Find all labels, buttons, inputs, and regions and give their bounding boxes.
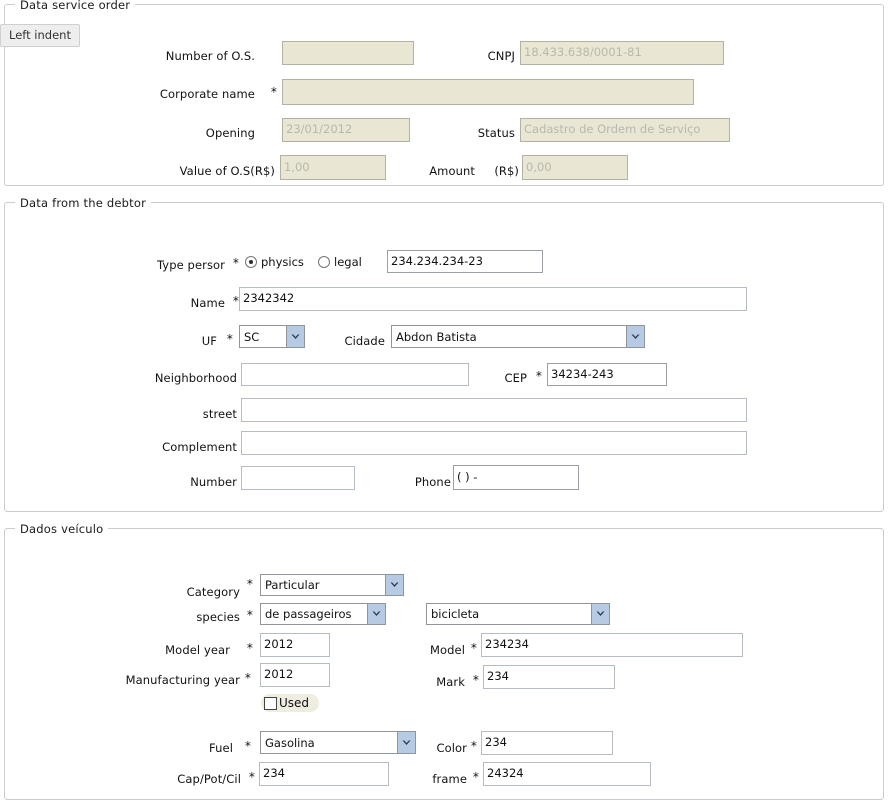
label-cnpj: CNPJ [487,49,515,63]
label-cep: CEP [504,371,527,385]
label-type-person-required: * [232,256,239,270]
chevron-down-icon[interactable] [367,604,385,624]
select-city-value: Abdon Batista [396,329,477,344]
checkbox-used-wrapper[interactable]: Used [261,694,320,712]
select-category-value: Particular [265,578,320,592]
input-complement[interactable] [241,431,747,455]
label-model-required: * [470,641,477,655]
label-mark: Mark [436,675,465,689]
input-street[interactable] [241,398,747,422]
label-corporate-name: Corporate name [159,87,255,101]
input-model-year[interactable]: 2012 [260,633,330,657]
label-manufacturing-year: Manufacturing year [125,673,240,687]
group-data-from-debtor: Data from the debtor Type persor * physi… [4,196,884,512]
tooltip-left-indent: Left indent [0,24,80,47]
chevron-down-icon[interactable] [626,326,644,347]
input-corporate-name[interactable] [282,79,694,105]
group-dados-veiculo: Dados veículo Category * Particular spec… [4,522,884,800]
input-cap-pot-cil[interactable]: 234 [259,762,389,786]
label-corporate-name-required: * [270,85,277,99]
checkbox-used[interactable] [264,696,277,710]
label-city: Cidade [344,334,385,348]
input-name[interactable]: 2342342 [239,287,747,311]
label-name: Name [190,296,225,310]
label-category: Category [186,585,240,599]
input-phone[interactable]: ( ) - [453,465,579,490]
radio-legal[interactable]: legal [318,255,362,269]
input-number-of-os[interactable] [282,41,414,65]
label-neighborhood: Neighborhood [154,371,237,385]
label-fuel: Fuel [209,741,233,755]
label-number: Number [190,475,237,489]
select-species-value: de passageiros [265,607,352,621]
radio-legal-label: legal [334,255,362,269]
select-uf-value: SC [244,329,260,344]
label-name-required: * [232,294,239,308]
input-amount[interactable]: 0,00 [522,155,628,180]
label-species: species [196,610,240,624]
label-status: Status [477,126,515,140]
label-category-required: * [246,577,253,591]
label-frame: frame [432,772,467,786]
select-city[interactable]: Abdon Batista [391,325,645,348]
checkbox-used-label: Used [279,696,310,710]
chevron-down-icon[interactable] [397,732,415,753]
select-fuel-value: Gasolina [265,735,315,750]
radio-physics-label: physics [261,255,304,269]
label-phone: Phone [414,475,451,489]
select-species-type[interactable]: bicicleta [426,603,610,625]
input-neighborhood[interactable] [241,363,469,386]
label-model-year: Model year [165,643,230,657]
label-amount: Amount [429,164,475,178]
input-number[interactable] [241,466,355,490]
label-color-required: * [470,739,477,753]
label-amount-currency: (R$) [494,164,519,178]
input-model[interactable]: 234234 [481,633,743,657]
label-complement: Complement [162,440,237,454]
label-mark-required: * [472,673,479,687]
input-cnpj[interactable]: 18.433.638/0001-81 [520,41,724,65]
select-species-type-value: bicicleta [431,607,480,621]
label-cap-pot-cil: Cap/Pot/Cil [177,772,241,786]
select-category[interactable]: Particular [260,574,404,596]
label-color: Color [436,741,467,755]
label-model: Model [429,643,465,657]
radio-physics-indicator[interactable] [245,256,257,268]
label-cep-required: * [535,369,542,383]
input-opening[interactable]: 23/01/2012 [282,118,410,142]
select-fuel[interactable]: Gasolina [260,731,416,754]
label-value-of-os: Value of O.S(R$) [179,164,275,178]
input-document-cpf[interactable]: 234.234.234-23 [387,250,543,273]
input-value-of-os[interactable]: 1,00 [280,155,386,180]
select-uf[interactable]: SC [239,325,305,348]
input-status[interactable]: Cadastro de Ordem de Serviço [520,118,730,142]
label-number-of-os: Number of O.S. [165,49,255,63]
select-species[interactable]: de passageiros [260,603,386,625]
input-manufacturing-year[interactable]: 2012 [260,663,330,687]
label-cap-pot-cil-required: * [248,770,255,784]
input-mark[interactable]: 234 [483,665,615,689]
input-cep[interactable]: 34234-243 [547,363,667,386]
label-opening: Opening [205,126,255,140]
label-street: street [202,407,237,421]
label-uf-required: * [226,332,233,346]
chevron-down-icon[interactable] [286,326,304,347]
group-data-service-order: Data service order Number of O.S. CNPJ 1… [4,0,884,186]
label-frame-required: * [472,770,479,784]
input-color[interactable]: 234 [481,731,613,755]
input-frame[interactable]: 24324 [483,762,651,786]
label-species-required: * [246,608,253,622]
group-title-debtor: Data from the debtor [15,196,152,210]
label-fuel-required: * [244,739,251,753]
chevron-down-icon[interactable] [385,575,403,595]
label-type-person: Type persor [156,258,225,272]
label-uf: UF [201,334,217,348]
label-manufacturing-year-required: * [244,671,251,685]
radio-physics[interactable]: physics [245,255,304,269]
radio-legal-indicator[interactable] [318,256,330,268]
label-model-year-required: * [246,641,253,655]
group-title-vehicle: Dados veículo [15,522,109,536]
group-title-service-order: Data service order [15,0,136,12]
chevron-down-icon[interactable] [591,604,609,624]
